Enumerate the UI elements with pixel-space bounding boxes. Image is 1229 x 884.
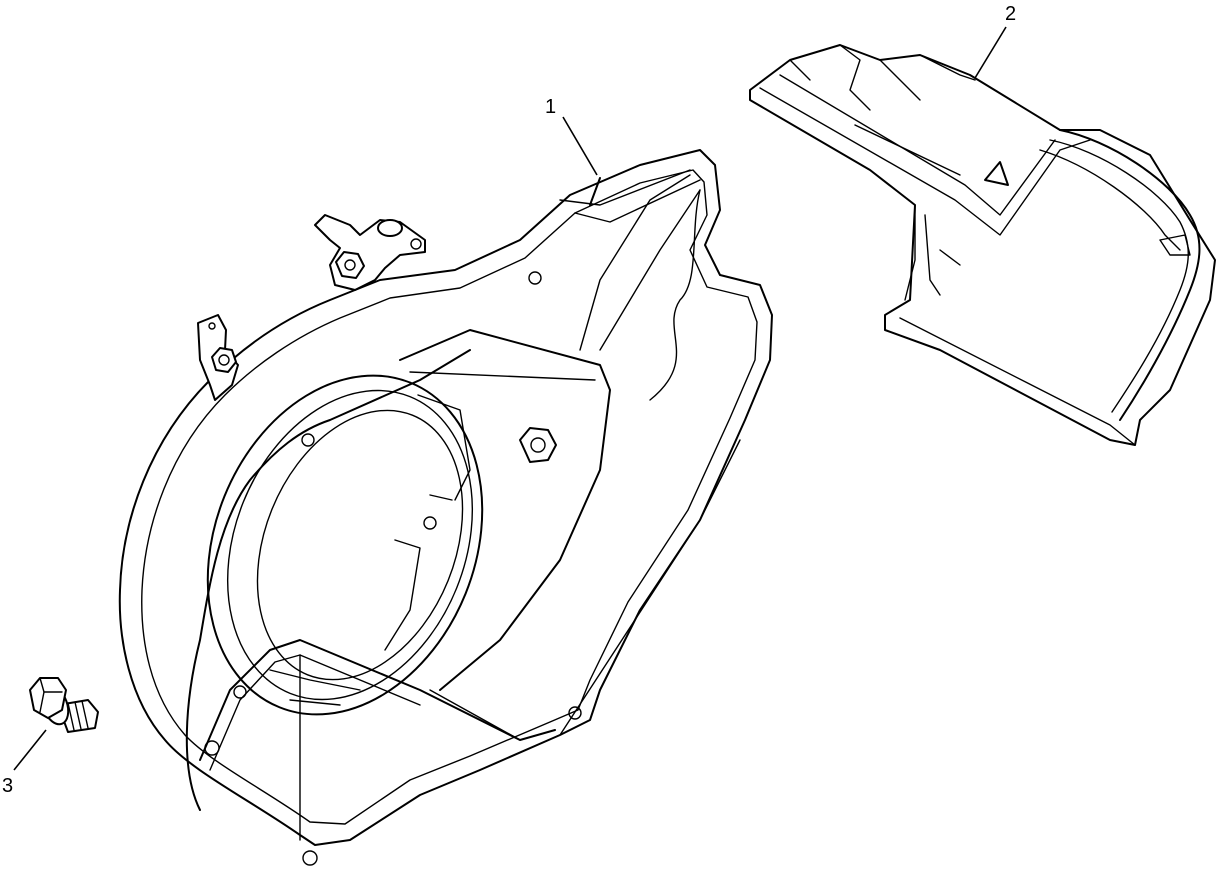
callout-number-1: 1 [545, 96, 556, 118]
side-bracket [197, 314, 239, 401]
nut-on-housing [519, 427, 557, 463]
callout-number-3: 3 [2, 775, 13, 797]
callout-1: 1 [545, 96, 598, 176]
callout-number-2: 2 [1005, 3, 1016, 25]
upper-bracket [314, 214, 426, 291]
callout-2: 2 [974, 3, 1016, 79]
flange-bolt-part-3[interactable] [29, 677, 99, 733]
callout-3: 3 [2, 729, 47, 797]
air-guide-cover-part-2[interactable] [749, 44, 1216, 446]
fan-housing-part-1[interactable] [118, 149, 773, 866]
